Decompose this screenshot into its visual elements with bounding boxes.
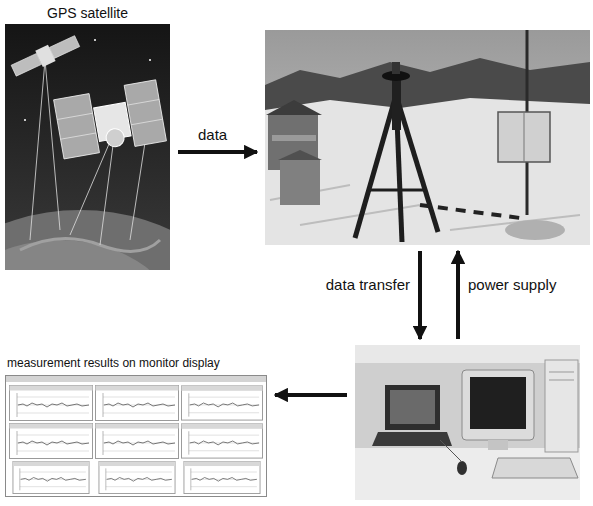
display-box: measurement results on monitor display — [5, 357, 267, 497]
arrow — [178, 150, 257, 154]
computer-photo — [355, 345, 580, 500]
arrow — [275, 393, 347, 397]
edge-label: data — [198, 126, 227, 144]
caption-text: measurement results on monitor display — [7, 357, 267, 371]
edge-label: power supply — [468, 276, 556, 294]
computer-box — [355, 345, 580, 500]
gps-station-photo — [265, 30, 590, 245]
caption-text: GPS satellite — [47, 4, 170, 21]
arrow — [456, 251, 460, 339]
arrow — [418, 251, 422, 339]
satellite-box: GPS satellite — [5, 4, 170, 270]
edge-label: data transfer — [310, 276, 410, 294]
monitor-screenshot — [6, 376, 267, 497]
station-box — [265, 30, 590, 245]
